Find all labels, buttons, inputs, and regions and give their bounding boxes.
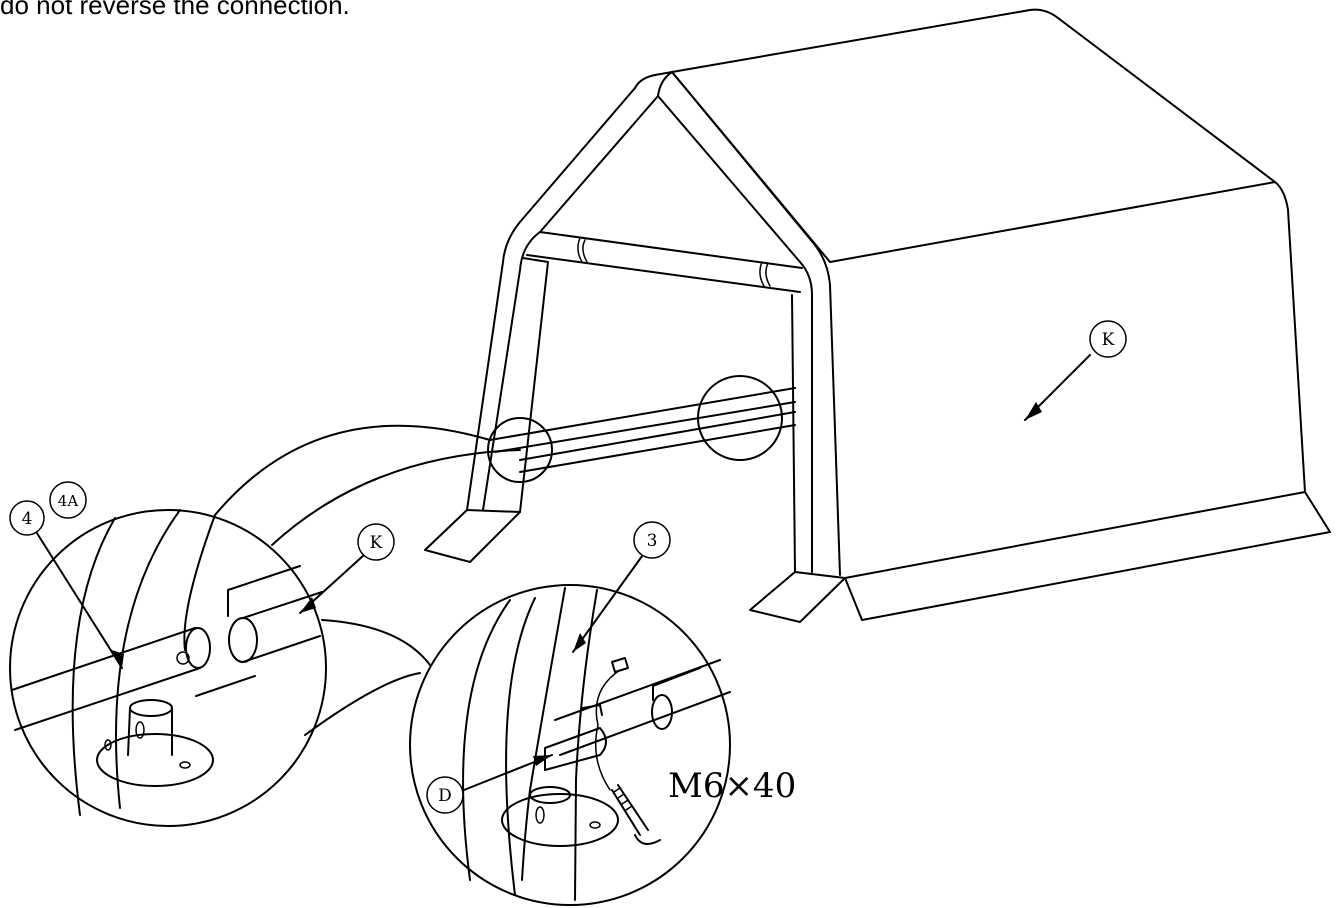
detail-view-left	[9, 509, 365, 827]
label-k-main-text: K	[1102, 330, 1115, 350]
instruction-caption: do not reverse the connection.	[0, 0, 350, 20]
detail-callout-left	[214, 424, 521, 546]
label-k-detail-text: K	[370, 533, 383, 553]
detail-callout-right	[304, 619, 431, 736]
label-part-d: D	[426, 776, 464, 814]
shelter-drawing	[424, 8, 1331, 623]
label-k-detail: K	[357, 523, 395, 561]
label-part-d-text: D	[438, 786, 452, 806]
label-part-3: 3	[633, 521, 671, 559]
label-part-3-text: 3	[647, 531, 658, 551]
label-part-4a-text: 4A	[58, 492, 79, 510]
label-k-main: K	[1089, 320, 1127, 358]
label-part-4a: 4A	[49, 481, 87, 519]
label-part-4: 4	[9, 500, 45, 536]
detail-view-right	[409, 551, 731, 906]
bolt-spec-label: M6×40	[668, 766, 796, 806]
label-part-4-text: 4	[22, 509, 33, 529]
